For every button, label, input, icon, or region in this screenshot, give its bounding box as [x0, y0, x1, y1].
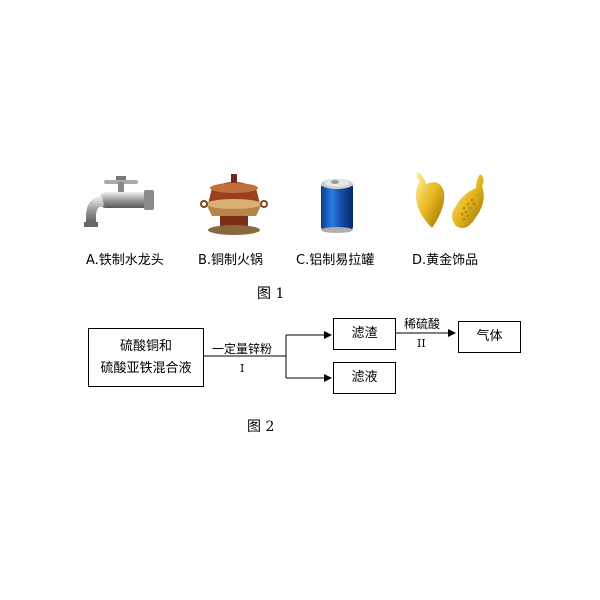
filtrate-box: 滤液 [333, 362, 396, 394]
gas-box: 气体 [458, 321, 521, 353]
start-box-line2: 硫酸亚铁混合液 [100, 360, 192, 376]
aluminum-can-icon [318, 176, 356, 234]
figure-1-caption: 图 1 [257, 286, 285, 302]
item-d-label: D.黄金饰品 [412, 253, 479, 268]
residue-box: 滤渣 [333, 318, 396, 350]
gold-jewelry-icon [410, 172, 490, 236]
figure-2-caption: 图 2 [247, 419, 275, 435]
step1-numeral: I [240, 362, 245, 375]
item-a-label: A.铁制水龙头 [86, 253, 164, 268]
faucet-icon [78, 172, 158, 232]
step2-numeral: II [417, 337, 426, 350]
start-mixture-box: 硫酸铜和 硫酸亚铁混合液 [88, 328, 204, 387]
step2-reagent: 稀硫酸 [404, 317, 441, 331]
item-c-label: C.铝制易拉罐 [296, 253, 375, 268]
copper-hotpot-icon [198, 174, 270, 236]
item-b-label: B.铜制火锅 [198, 253, 264, 268]
step1-reagent: 一定量锌粉 [212, 342, 273, 356]
start-box-line1: 硫酸铜和 [119, 338, 172, 354]
